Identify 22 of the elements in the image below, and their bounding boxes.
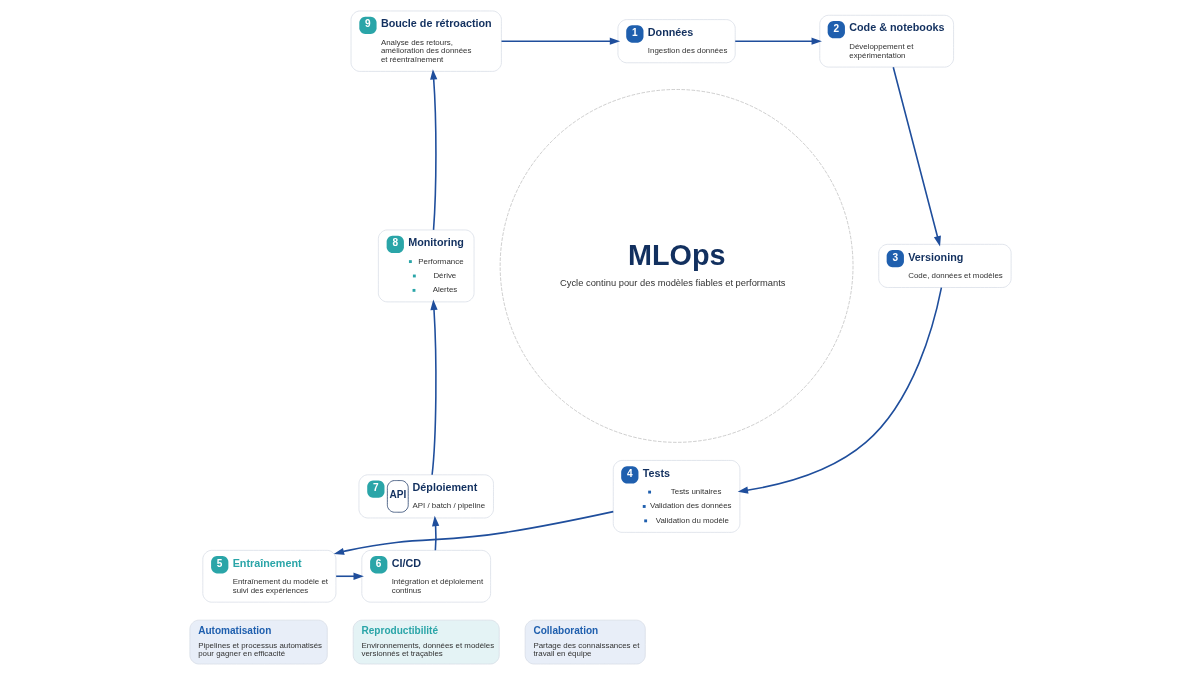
node-box: 2 Code & notebooks Développement et expérimentation [818, 14, 954, 68]
node-box: 3 Versioning Code, données et modèles [877, 243, 1011, 288]
node-box: 6 CI/CD Intégration et déploiement continus [360, 550, 491, 603]
node-box: 9 Boucle de rétroaction Analyse des retours, amélioration des données et réentraînement [350, 10, 502, 72]
arrow [333, 510, 614, 555]
node-box: 5 Entraînement Entraînement du modèle et suivi des expériences [201, 550, 336, 603]
arrow [733, 37, 822, 45]
node-box: 4 Tests Tests unitaires Validation des données Validation du modèle [612, 460, 740, 533]
node-box: Automatisation Pipelines et processus automatisés pour gagner en efficacité [189, 619, 328, 665]
node-box: Collaboration Partage des connaissances et travail en équipe [524, 619, 646, 665]
node-box: 1 Données Ingestion des données [617, 19, 736, 64]
node-box: Reproductibilité Environnements, données et modèles versionnés et traçables [352, 619, 500, 665]
arrow [500, 37, 620, 45]
arrow [334, 572, 364, 580]
arrow [431, 515, 439, 552]
node-circle: MLOps Cycle continu pour des modèles fiables et performants [499, 89, 853, 443]
arrow [429, 69, 437, 231]
arrow [429, 299, 438, 476]
node-box: 8 Monitoring Performance Dérive Alertes [377, 229, 474, 303]
arrow [892, 66, 941, 247]
node-box: 7 API Déploiement API / batch / pipeline [358, 474, 494, 519]
arrow [737, 286, 942, 494]
